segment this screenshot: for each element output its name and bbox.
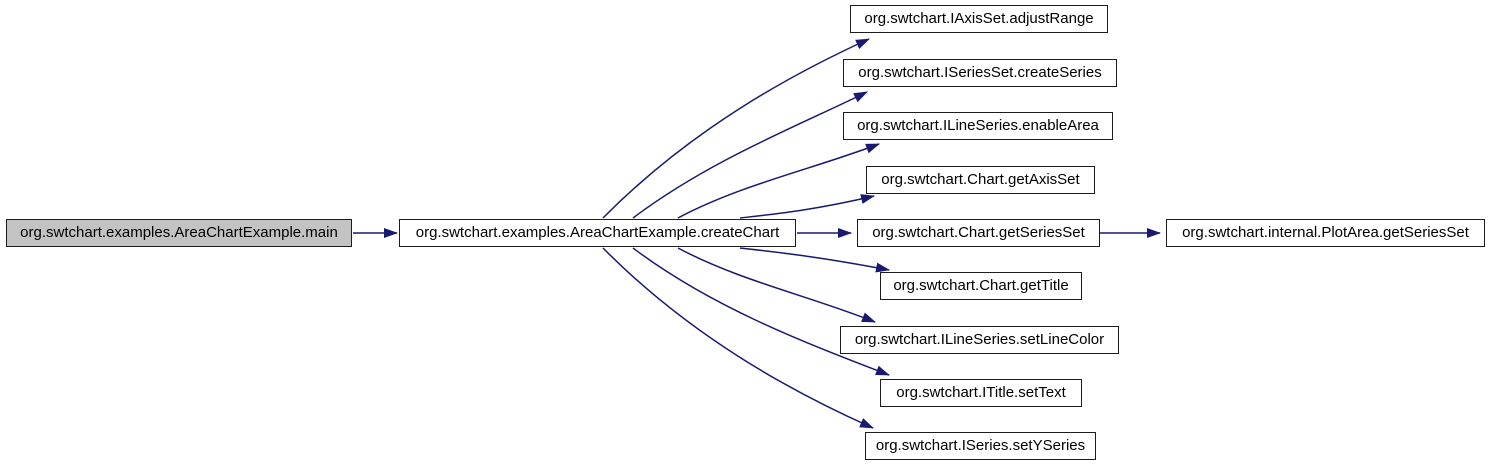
edge-createChart-createSeries: [632, 91, 868, 219]
node-plotArea-getSeriesSet[interactable]: org.swtchart.internal.PlotArea.getSeries…: [1166, 219, 1485, 247]
edge-createChart-adjustRange: [602, 38, 870, 219]
node-getTitle[interactable]: org.swtchart.Chart.getTitle: [880, 272, 1082, 300]
node-getAxisSet[interactable]: org.swtchart.Chart.getAxisSet: [866, 166, 1095, 194]
node-setLineColor[interactable]: org.swtchart.ILineSeries.setLineColor: [840, 326, 1119, 354]
edge-createChart-setYSeries: [602, 247, 874, 429]
node-setText[interactable]: org.swtchart.ITitle.setText: [880, 379, 1082, 407]
node-setYSeries[interactable]: org.swtchart.ISeries.setYSeries: [865, 432, 1096, 460]
node-createChart[interactable]: org.swtchart.examples.AreaChartExample.c…: [399, 219, 796, 247]
edge-createChart-enableArea: [677, 143, 880, 219]
edge-createChart-setLineColor: [677, 247, 876, 323]
edge-createChart-getTitle: [739, 247, 890, 273]
node-enableArea[interactable]: org.swtchart.ILineSeries.enableArea: [843, 112, 1113, 140]
node-getSeriesSet[interactable]: org.swtchart.Chart.getSeriesSet: [857, 219, 1100, 247]
node-main[interactable]: org.swtchart.examples.AreaChartExample.m…: [6, 219, 352, 247]
node-adjustRange[interactable]: org.swtchart.IAxisSet.adjustRange: [850, 5, 1108, 33]
edge-createChart-setText: [632, 247, 890, 376]
node-createSeries[interactable]: org.swtchart.ISeriesSet.createSeries: [843, 59, 1117, 87]
edge-createChart-getAxisSet: [739, 194, 875, 219]
